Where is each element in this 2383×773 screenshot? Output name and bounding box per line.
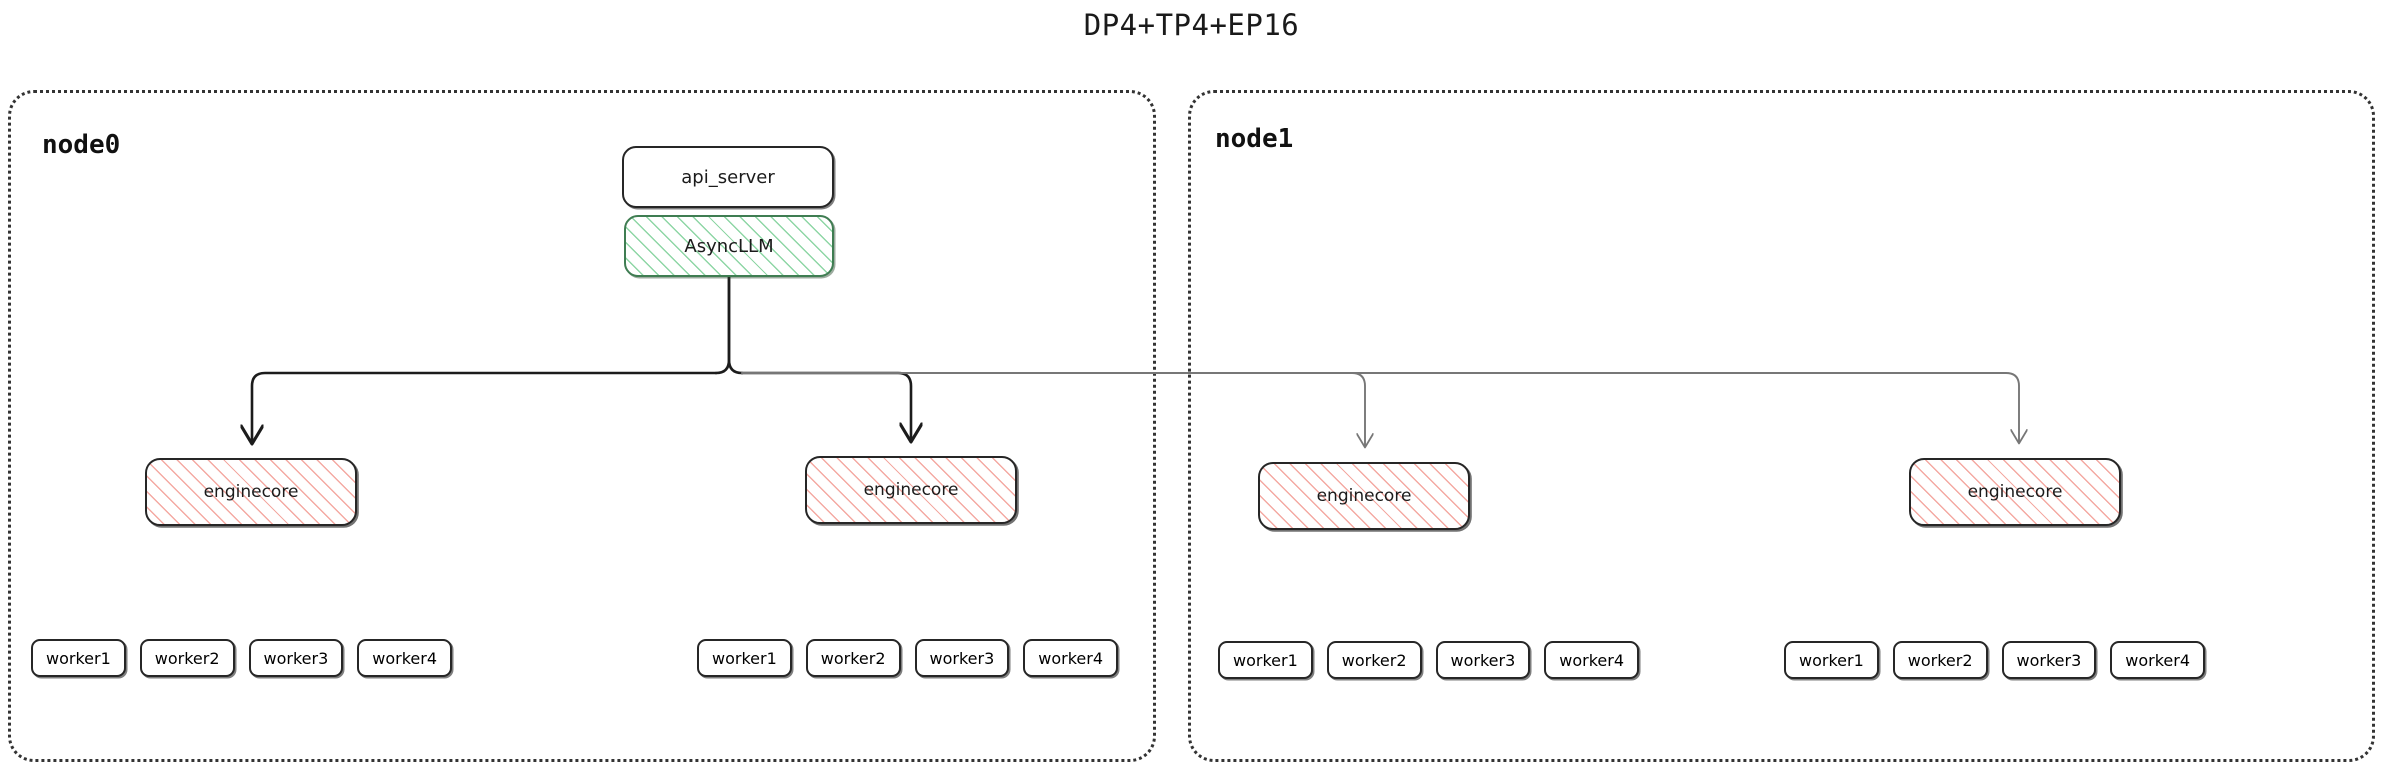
worker-box[interactable]: worker4 <box>2110 641 2205 679</box>
node0-label: node0 <box>42 130 121 160</box>
worker-box[interactable]: worker3 <box>248 639 344 677</box>
worker-box[interactable]: worker2 <box>1892 641 1988 679</box>
worker-box[interactable]: worker2 <box>139 639 235 677</box>
worker-box[interactable]: worker3 <box>914 639 1010 677</box>
worker-box[interactable]: worker2 <box>1326 641 1422 679</box>
worker-box[interactable]: worker1 <box>1218 641 1313 679</box>
enginecore-box[interactable]: enginecore <box>805 456 1017 524</box>
worker-box[interactable]: worker2 <box>805 639 901 677</box>
worker-box[interactable]: worker4 <box>357 639 452 677</box>
worker-group: worker1 worker2 worker3 worker4 <box>1784 641 2205 679</box>
api-server-box[interactable]: api_server <box>622 146 834 208</box>
page-title: DP4+TP4+EP16 <box>1083 8 1300 42</box>
worker-group: worker1 worker2 worker3 worker4 <box>1218 641 1639 679</box>
worker-group: worker1 worker2 worker3 worker4 <box>31 639 452 677</box>
enginecore-box[interactable]: enginecore <box>1909 458 2121 526</box>
node1-label: node1 <box>1215 124 1294 154</box>
worker-box[interactable]: worker3 <box>2001 641 2097 679</box>
enginecore-box[interactable]: enginecore <box>145 458 357 526</box>
worker-box[interactable]: worker1 <box>697 639 792 677</box>
worker-box[interactable]: worker3 <box>1435 641 1531 679</box>
worker-box[interactable]: worker4 <box>1023 639 1118 677</box>
worker-box[interactable]: worker1 <box>1784 641 1879 679</box>
enginecore-box[interactable]: enginecore <box>1258 462 1470 530</box>
worker-box[interactable]: worker4 <box>1544 641 1639 679</box>
asyncllm-box[interactable]: AsyncLLM <box>624 215 834 277</box>
worker-box[interactable]: worker1 <box>31 639 126 677</box>
worker-group: worker1 worker2 worker3 worker4 <box>697 639 1118 677</box>
